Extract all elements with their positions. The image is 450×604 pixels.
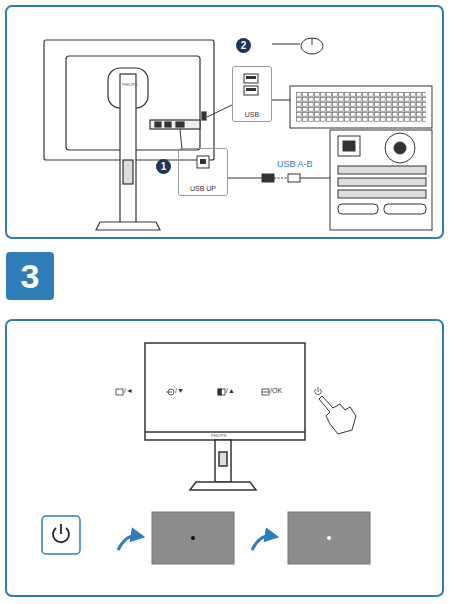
- cable-label: USB A-B: [277, 160, 313, 170]
- usb-a-icon: [244, 74, 258, 83]
- button-label: /◄: [124, 387, 133, 395]
- brand-logo: PHILIPS: [122, 83, 137, 87]
- led-dot: [327, 536, 331, 540]
- port-label: USB: [245, 111, 259, 118]
- panel-frame: [6, 320, 443, 596]
- usb-b-icon: [197, 156, 209, 168]
- button-label: /▼: [175, 387, 184, 395]
- button-label: /▲: [226, 387, 235, 395]
- leader-line: [180, 129, 182, 150]
- power-icon: [60, 524, 62, 534]
- usb-a-icon: [246, 88, 256, 91]
- callout-number: 1: [156, 159, 171, 174]
- port-callout-box: USB: [232, 66, 272, 122]
- button-label: /OK: [270, 387, 282, 395]
- monitor-back: [44, 40, 214, 230]
- callout-number: 2: [236, 38, 251, 53]
- led-off-panel: [152, 512, 234, 564]
- step-arrow: [252, 536, 272, 550]
- number-text: 3: [21, 259, 40, 293]
- led-dot: [191, 536, 195, 540]
- port-label: USB UP: [190, 185, 216, 192]
- power-button: [42, 516, 80, 554]
- number-text: 2: [241, 41, 247, 51]
- leader-line: [207, 105, 232, 117]
- keyboard-keys: [296, 92, 426, 122]
- brand-logo: PHILIPS: [211, 434, 226, 438]
- keyboard-cable: [272, 100, 290, 101]
- keyboard: [290, 86, 432, 128]
- usb-a-icon: [246, 76, 256, 79]
- number-text: 1: [161, 162, 167, 172]
- step-arrow: [118, 536, 138, 550]
- mouse: [272, 38, 323, 54]
- button-icon: [116, 387, 321, 395]
- led-on-panel: [288, 512, 370, 564]
- step-number: 3: [6, 252, 54, 300]
- usb-cable: [228, 174, 330, 182]
- computer-tower: [330, 130, 432, 230]
- usb-b-icon: [200, 159, 206, 164]
- monitor-front: [145, 343, 305, 490]
- usb-a-icon: [244, 86, 258, 95]
- panel-frame: [6, 6, 443, 238]
- port-callout-box: USB UP: [178, 148, 228, 196]
- pointing-hand: [319, 396, 356, 434]
